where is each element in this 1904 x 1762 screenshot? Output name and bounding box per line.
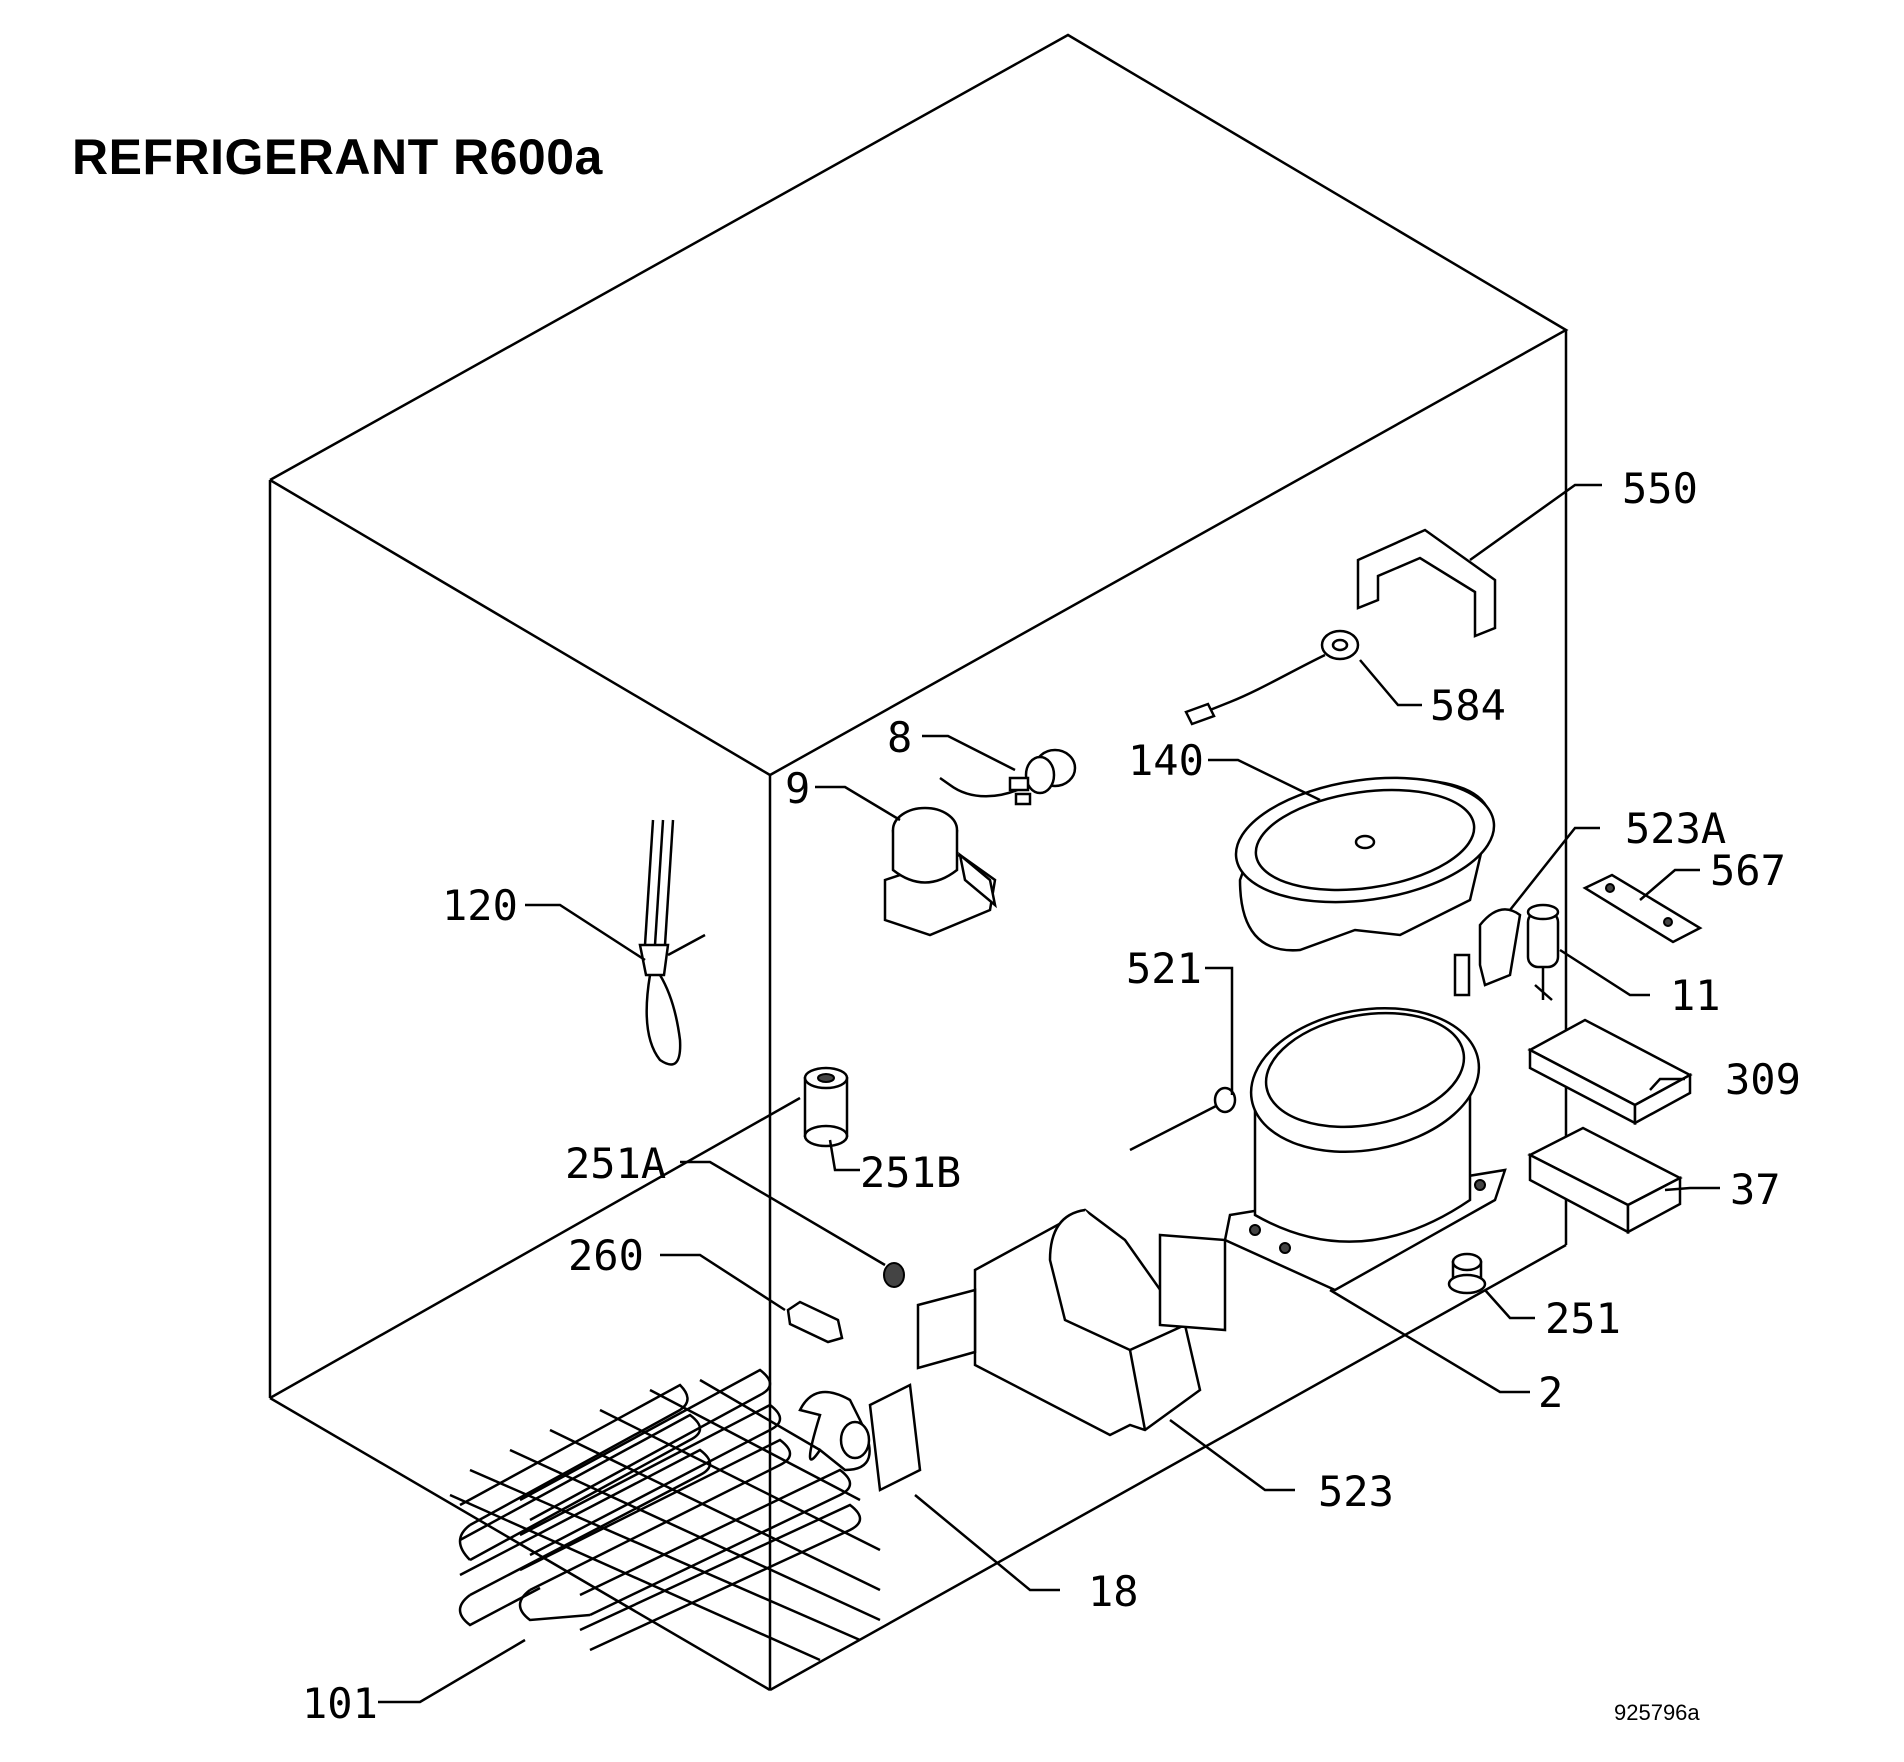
label-101: 101 xyxy=(302,1679,378,1728)
label-37: 37 xyxy=(1730,1165,1781,1214)
part-101-condenser xyxy=(449,1368,881,1662)
part-251-grommet xyxy=(1447,1252,1487,1295)
label-523: 523 xyxy=(1318,1467,1394,1516)
part-251B-grommet xyxy=(803,1066,849,1148)
part-120-heater xyxy=(638,819,706,1066)
label-584: 584 xyxy=(1430,681,1506,730)
part-18-fan xyxy=(798,1383,922,1492)
part-523A-clip xyxy=(1453,908,1522,997)
leader-lines xyxy=(378,483,1720,1704)
label-260: 260 xyxy=(568,1231,644,1280)
label-140: 140 xyxy=(1128,736,1204,785)
label-18: 18 xyxy=(1088,1567,1139,1616)
label-521: 521 xyxy=(1126,944,1202,993)
label-550: 550 xyxy=(1622,464,1698,513)
label-120: 120 xyxy=(442,881,518,930)
part-567-bar xyxy=(1582,873,1703,944)
label-8: 8 xyxy=(887,713,912,762)
label-251B: 251B xyxy=(860,1148,961,1197)
label-309: 309 xyxy=(1725,1055,1801,1104)
part-523-shroud xyxy=(916,1208,1227,1437)
label-251A: 251A xyxy=(565,1139,666,1188)
label-523A: 523A xyxy=(1625,804,1726,853)
label-2: 2 xyxy=(1538,1368,1563,1417)
part-8-protector xyxy=(939,748,1077,806)
part-labels: 550 584 8 140 9 523A 567 120 521 11 309 … xyxy=(302,464,1801,1728)
diagram-title: REFRIGERANT R600a xyxy=(72,129,603,185)
document-number: 925796a xyxy=(1614,1700,1700,1725)
part-309-box xyxy=(1527,1018,1693,1126)
part-521-connector xyxy=(1129,1086,1237,1152)
part-11-capacitor xyxy=(1526,903,1560,1001)
label-251: 251 xyxy=(1545,1294,1621,1343)
part-584-earth-lead xyxy=(1184,629,1360,726)
part-9-relay xyxy=(883,806,997,937)
part-37-box xyxy=(1527,1126,1683,1235)
cabinet-outline xyxy=(268,33,1569,1692)
label-567: 567 xyxy=(1710,846,1786,895)
part-2-compressor xyxy=(1223,1006,1507,1292)
part-260-clip xyxy=(786,1300,844,1344)
label-9: 9 xyxy=(785,764,810,813)
part-140-cover xyxy=(1234,776,1496,952)
label-11: 11 xyxy=(1670,971,1721,1020)
part-550-bracket xyxy=(1356,528,1497,638)
part-251A-washer xyxy=(883,1262,905,1288)
